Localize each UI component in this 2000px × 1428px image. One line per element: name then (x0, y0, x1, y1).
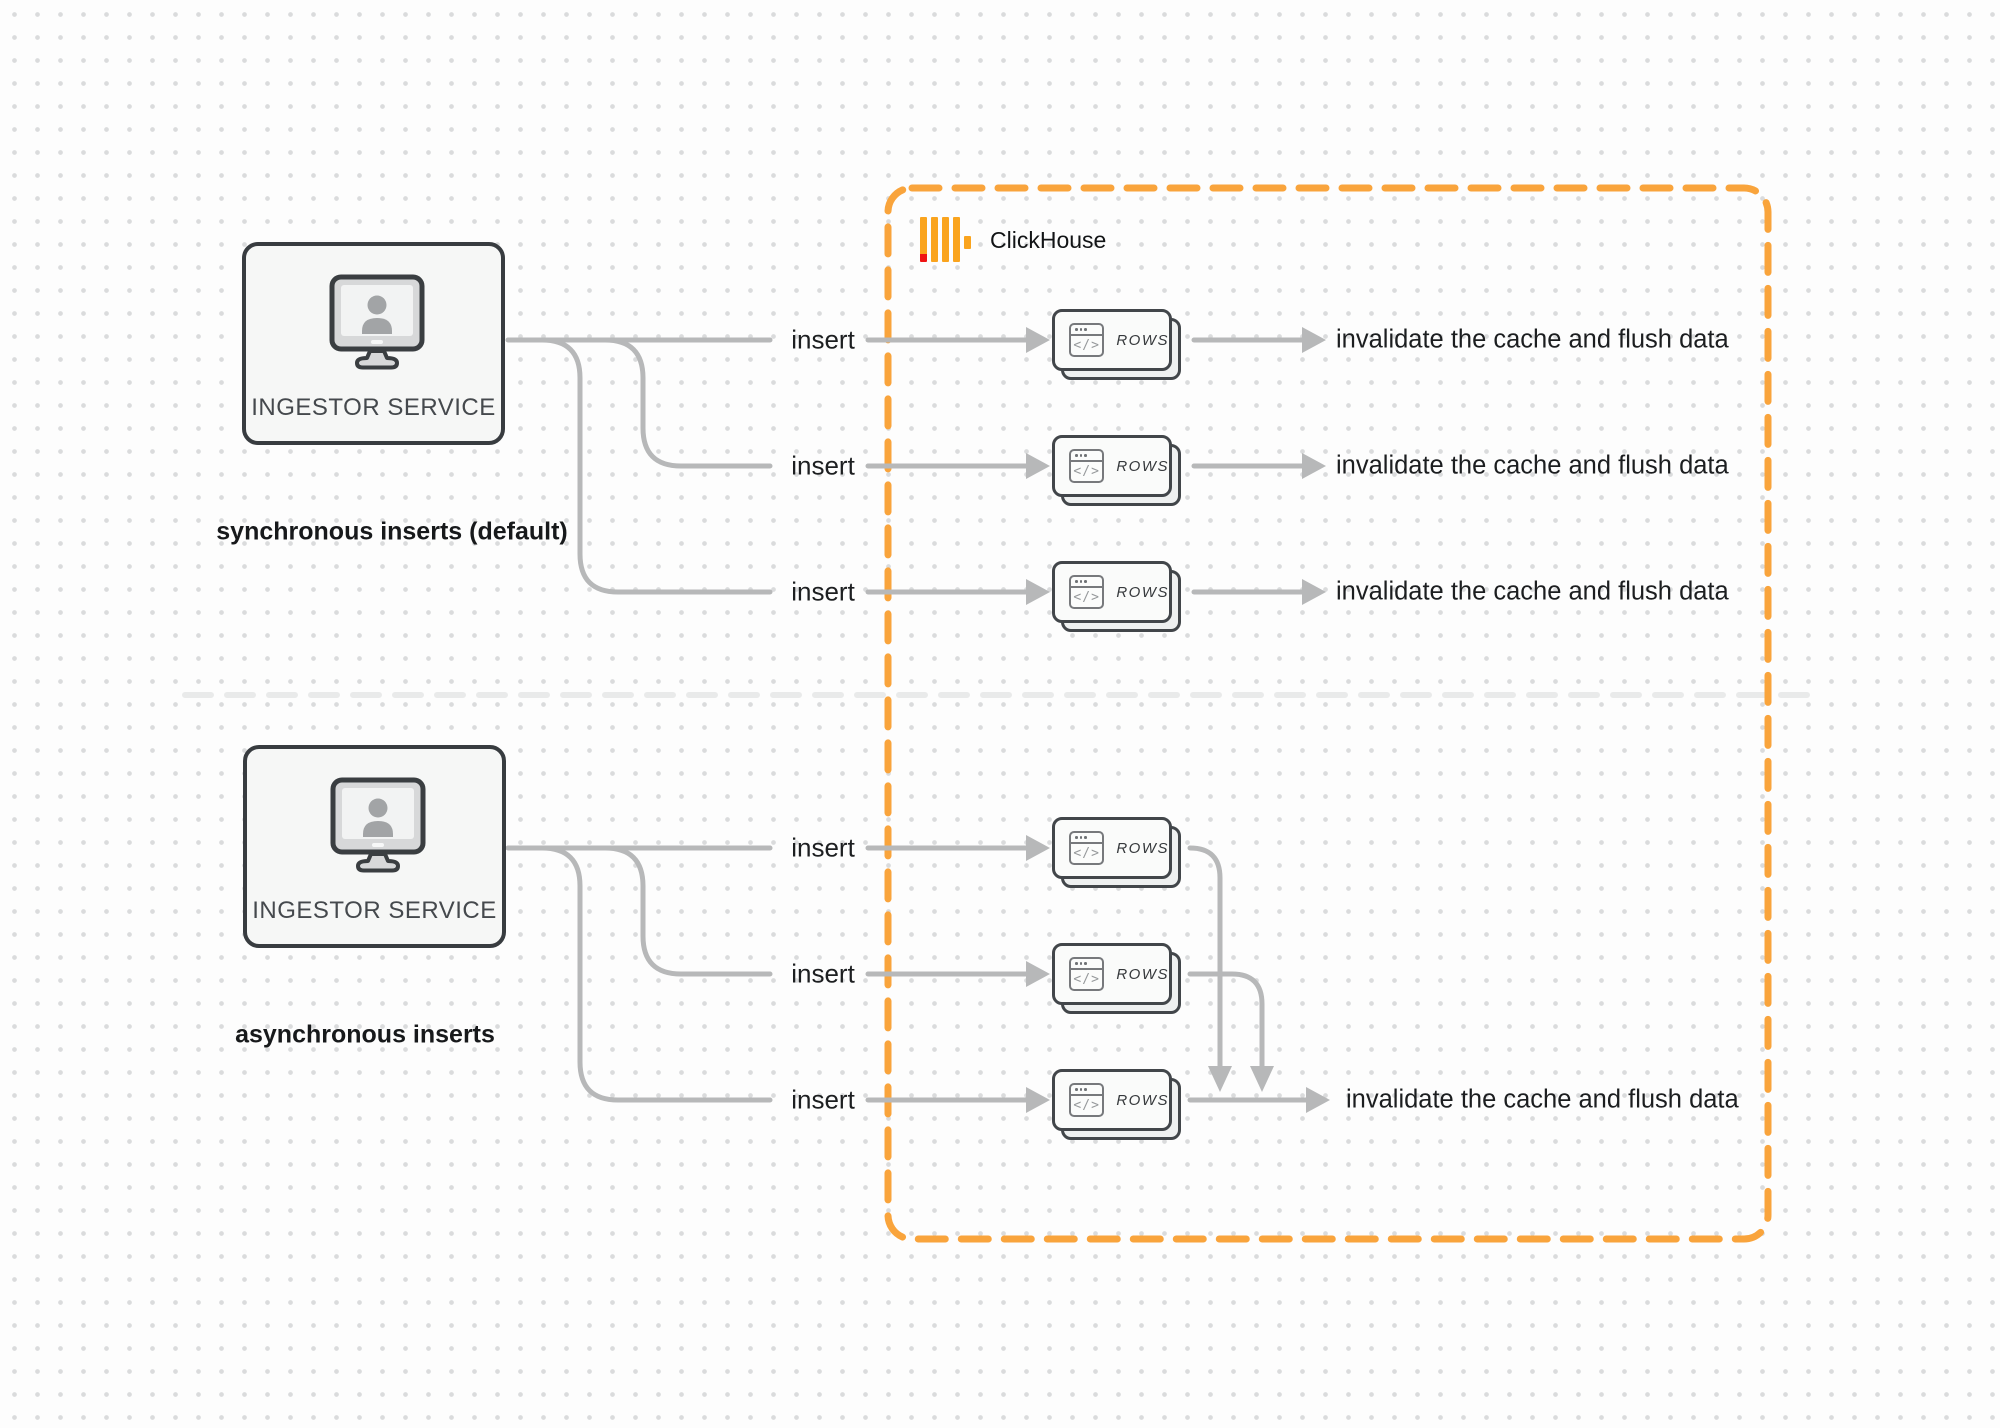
code-window-icon: </> (1069, 575, 1105, 609)
code-window-icon: </> (1069, 323, 1105, 357)
rows-label: ROWS (1116, 965, 1169, 983)
async-wires (505, 845, 1309, 1103)
monitor-user-icon (330, 777, 426, 873)
code-window-icon: </> (1069, 449, 1105, 483)
service-label: INGESTOR SERVICE (252, 897, 497, 924)
rows-label: ROWS (1116, 839, 1169, 857)
clickhouse-logo-icon (920, 217, 1180, 262)
clickhouse-brand: ClickHouse (920, 217, 1180, 267)
insert-label: insert (791, 576, 855, 607)
insert-label: insert (791, 324, 855, 355)
sync-wires (505, 337, 1305, 595)
code-window-icon: </> (1069, 1083, 1105, 1117)
service-label: INGESTOR SERVICE (251, 394, 496, 421)
clickhouse-brand-name: ClickHouse (990, 227, 1107, 253)
async-caption: asynchronous inserts (235, 1020, 495, 1049)
code-window-icon: </> (1069, 831, 1105, 865)
monitor-user-icon (329, 274, 425, 370)
async-arrowheads (1026, 835, 1330, 1113)
sync-caption: synchronous inserts (default) (216, 517, 568, 546)
insert-label: insert (791, 832, 855, 863)
insert-label: insert (791, 450, 855, 481)
result-label: invalidate the cache and flush data (1346, 1085, 1739, 1114)
rows-label: ROWS (1116, 457, 1169, 475)
insert-label: insert (791, 958, 855, 989)
rows-card: </> ROWS (1052, 435, 1181, 506)
insert-label: insert (791, 1084, 855, 1115)
sync-arrowheads (1026, 327, 1326, 605)
rows-card: </> ROWS (1052, 561, 1181, 632)
result-label: invalidate the cache and flush data (1336, 325, 1729, 354)
ingestor-service-box-sync: INGESTOR SERVICE (242, 242, 505, 445)
rows-label: ROWS (1116, 583, 1169, 601)
clickhouse-boundary (884, 184, 1772, 1243)
rows-label: ROWS (1116, 331, 1169, 349)
rows-card: </> ROWS (1052, 817, 1181, 888)
rows-card: </> ROWS (1052, 943, 1181, 1014)
code-window-icon: </> (1069, 957, 1105, 991)
result-label: invalidate the cache and flush data (1336, 451, 1729, 480)
result-label: invalidate the cache and flush data (1336, 577, 1729, 606)
rows-card: </> ROWS (1052, 1069, 1181, 1140)
rows-label: ROWS (1116, 1091, 1169, 1109)
ingestor-service-box-async: INGESTOR SERVICE (243, 745, 506, 948)
rows-card: </> ROWS (1052, 309, 1181, 380)
